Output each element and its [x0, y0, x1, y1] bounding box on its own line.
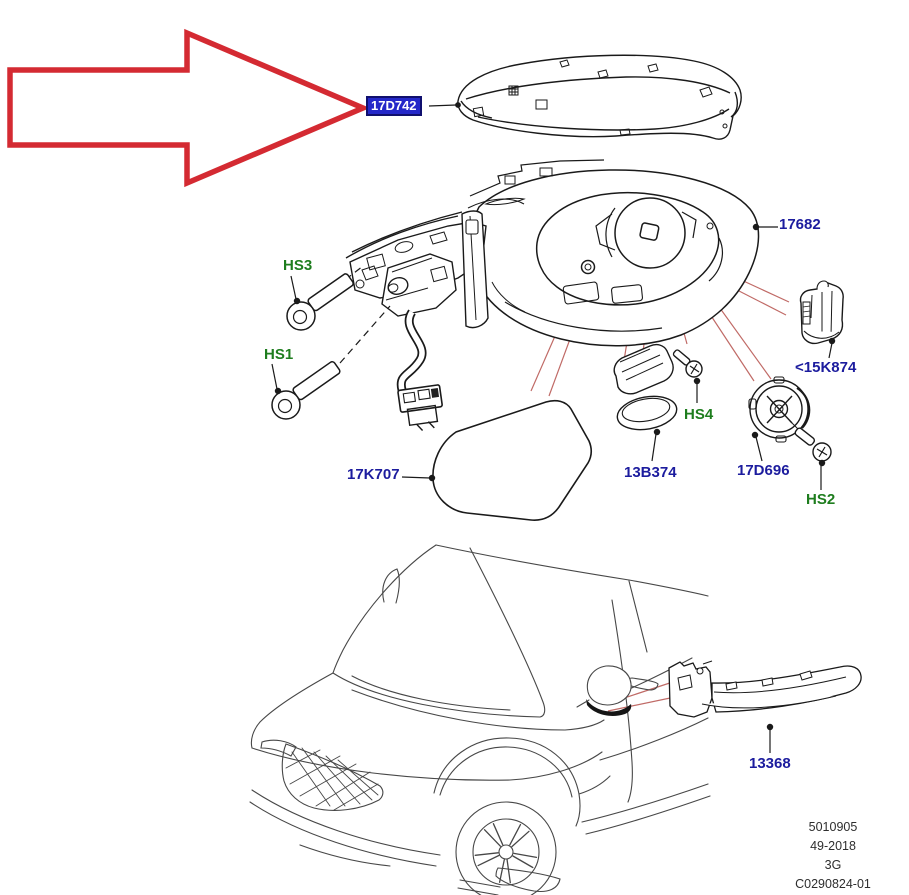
callout-hs3[interactable]: HS3: [283, 257, 313, 274]
callout-hs4[interactable]: HS4: [684, 406, 714, 423]
mirror-glass-drawing: [432, 399, 592, 521]
callout-hs2[interactable]: HS2: [806, 491, 836, 508]
callout-hs1[interactable]: HS1: [264, 346, 294, 363]
mirror-motor-drawing: [748, 376, 811, 443]
callout-17k707[interactable]: 17K707: [347, 466, 400, 483]
drawing-reference: C0290824-01: [795, 877, 871, 891]
screw-hs2-drawing: [794, 427, 832, 462]
document-revision: 3G: [824, 858, 842, 872]
selection-arrow-icon: [7, 28, 371, 188]
bracket-15k874-drawing: [799, 280, 844, 345]
vehicle-drawing: [249, 544, 711, 895]
screw-hs4-drawing: [672, 349, 703, 378]
callout-15k874[interactable]: <15K874: [795, 359, 857, 376]
document-info: 5010905 49-2018 3G C0290824-01: [763, 818, 903, 894]
bolt-hs3-drawing: [286, 273, 354, 331]
document-number: 5010905: [808, 820, 858, 834]
mirror-cover-drawing: [457, 54, 742, 140]
label-leader-lines: [271, 102, 836, 753]
turn-indicator-drawing: [668, 660, 862, 718]
mirror-base-drawing: [345, 198, 525, 431]
callout-17d742-selected[interactable]: 17D742: [366, 96, 422, 116]
document-week-year: 49-2018: [810, 839, 856, 853]
callout-13368[interactable]: 13368: [749, 755, 791, 772]
approach-lamp-drawing: [613, 343, 678, 431]
bolt-hs1-drawing: [271, 361, 341, 420]
callout-17682[interactable]: 17682: [779, 216, 821, 233]
callout-17d696[interactable]: 17D696: [737, 462, 790, 479]
mirror-housing-drawing: [469, 159, 760, 347]
callout-13b374[interactable]: 13B374: [624, 464, 677, 481]
